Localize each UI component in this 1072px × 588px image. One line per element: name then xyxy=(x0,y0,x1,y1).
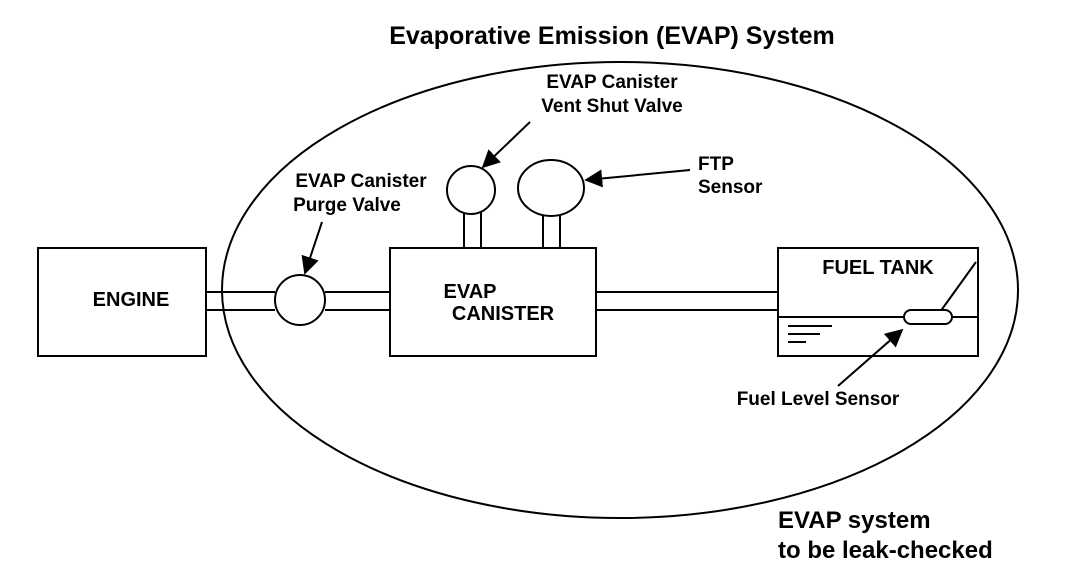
fuel-level-callout: Fuel Level Sensor xyxy=(737,389,900,410)
engine-label: ENGINE xyxy=(93,289,170,311)
fuel-tank-label: FUEL TANK xyxy=(822,257,934,279)
engine-box xyxy=(37,247,207,357)
canister-label-line1: EVAP xyxy=(444,281,497,303)
fuel-level-arrow xyxy=(837,328,904,387)
leak-check-note-line1: EVAP system xyxy=(778,507,931,534)
fuel-tank-box xyxy=(777,247,979,357)
purge-valve-circle xyxy=(274,274,326,326)
ftp-arrow xyxy=(584,169,691,188)
evap-canister-box xyxy=(389,247,597,357)
purge-valve-callout-line2: Purge Valve xyxy=(293,195,401,216)
diagram-title: Evaporative Emission (EVAP) System xyxy=(389,22,835,50)
ftp-callout-line1: FTP xyxy=(698,154,734,175)
vent-shut-valve-circle xyxy=(446,165,496,215)
purge-valve-callout-line1: EVAP Canister xyxy=(295,171,427,192)
fuel-level-float xyxy=(903,309,953,325)
vent-valve-arrow xyxy=(481,121,531,169)
vent-valve-callout-line1: EVAP Canister xyxy=(546,72,678,93)
canister-label-line2: CANISTER xyxy=(452,303,555,325)
purge-valve-arrow xyxy=(301,221,323,275)
system-boundary-ellipse xyxy=(221,61,1019,519)
vent-valve-callout-line2: Vent Shut Valve xyxy=(541,96,683,117)
leak-check-note-line2: to be leak-checked xyxy=(778,537,993,564)
fuel-level-float-arm xyxy=(939,261,977,313)
ftp-sensor-ellipse xyxy=(517,159,585,217)
ftp-callout-line2: Sensor xyxy=(698,177,763,198)
